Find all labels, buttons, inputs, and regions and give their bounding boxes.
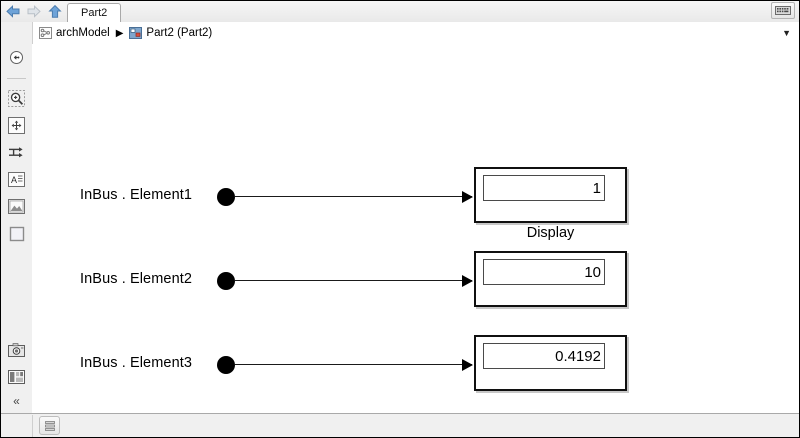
annotation-icon[interactable]: A <box>6 169 27 190</box>
area-icon[interactable] <box>6 223 27 244</box>
display-value: 1 <box>592 179 601 197</box>
navigation-buttons <box>1 1 67 22</box>
signal-wire[interactable] <box>235 364 472 365</box>
image-icon[interactable] <box>6 196 27 217</box>
display-block-1[interactable]: 1 <box>474 167 627 223</box>
zoom-in-icon[interactable] <box>6 88 27 109</box>
breadcrumb: archModel ▶ Part2 (Part2) <box>33 27 212 39</box>
signal-port[interactable] <box>217 188 235 206</box>
subsystem-icon <box>129 27 143 39</box>
collapse-toolbar-icon[interactable]: « <box>13 394 20 408</box>
canvas-toolbar: A <box>1 44 33 416</box>
svg-text:A: A <box>11 175 17 185</box>
tab-part2[interactable]: Part2 <box>67 3 122 23</box>
signal-wire[interactable] <box>235 196 472 197</box>
toolbar-divider <box>7 78 26 79</box>
signal-wire[interactable] <box>235 280 472 281</box>
signal-label-element3[interactable]: InBus . Element3 <box>80 355 193 371</box>
camera-icon[interactable] <box>6 339 27 360</box>
layout-icon[interactable] <box>6 366 27 387</box>
status-bar-gutter <box>1 414 33 437</box>
forward-arrow-icon[interactable] <box>26 4 42 19</box>
tab-list: Part2 <box>67 1 122 23</box>
display-value-box: 1 <box>483 175 605 201</box>
signal-routing-icon[interactable] <box>6 142 27 163</box>
tab-bar: Part2 <box>1 1 799 23</box>
signal-port[interactable] <box>217 356 235 374</box>
display-value-box: 0.4192 <box>483 343 605 369</box>
model-icon <box>39 27 52 39</box>
display-value-box: 10 <box>483 259 605 285</box>
back-arrow-icon[interactable] <box>5 4 21 19</box>
signal-label-element1[interactable]: InBus . Element1 <box>80 187 193 203</box>
signal-arrow-icon <box>462 359 473 371</box>
status-bar <box>1 413 799 437</box>
display-block-3[interactable]: 0.4192 <box>474 335 627 391</box>
signal-arrow-icon <box>462 275 473 287</box>
signal-label-element2[interactable]: InBus . Element2 <box>80 271 193 287</box>
stack-icon[interactable] <box>39 416 60 435</box>
display-block-caption: Display <box>526 225 575 241</box>
breadcrumb-item-archmodel[interactable]: archModel <box>56 27 110 39</box>
breadcrumb-item-part2[interactable]: Part2 (Part2) <box>146 27 213 39</box>
keyboard-icon[interactable] <box>771 1 795 19</box>
fit-to-view-icon[interactable] <box>6 115 27 136</box>
up-arrow-icon[interactable] <box>47 4 63 19</box>
breadcrumb-separator-icon: ▶ <box>115 27 124 39</box>
display-value: 0.4192 <box>555 347 601 365</box>
display-block-2[interactable]: 10 <box>474 251 627 307</box>
model-canvas[interactable]: InBus . Element1 1 Display InBus . Eleme… <box>32 44 799 416</box>
breadcrumb-gutter <box>1 22 33 44</box>
chevron-down-icon[interactable]: ▼ <box>782 28 791 38</box>
signal-arrow-icon <box>462 191 473 203</box>
display-value: 10 <box>584 263 601 281</box>
breadcrumb-bar: archModel ▶ Part2 (Part2) ▼ <box>1 22 799 45</box>
signal-port[interactable] <box>217 272 235 290</box>
navigate-back-circle-icon[interactable] <box>6 47 27 68</box>
